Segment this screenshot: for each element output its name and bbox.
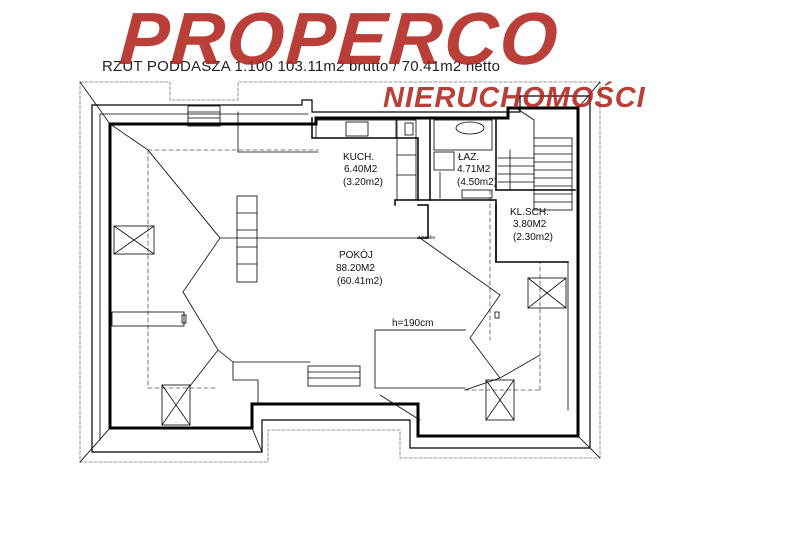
room-bathroom-name: ŁAZ. [458,152,480,163]
outer-wall [91,95,591,453]
room-stairwell-name: KL.SCH. [510,207,549,218]
kitchen-counter [315,119,417,201]
room-living-area: 88.20M2 [336,263,375,274]
stairs [497,107,573,211]
height-note: h=190cm [392,318,434,329]
plan-title: RZUT PODDASZA 1:100 103.11m2 brutto / 70… [102,58,501,75]
room-bathroom-net: (4.50m2) [457,177,498,188]
chimney-column [236,195,258,283]
room-bathroom-area: 4.71M2 [457,164,491,175]
room-stairwell-area: 3.80M2 [513,219,547,230]
bathroom-fixtures [433,119,493,199]
room-living-name: POKÓJ [339,250,373,261]
room-kitchen-net: (3.20m2) [343,177,384,188]
roof-windows [113,225,567,426]
wall-windows [187,105,361,387]
roof-ridge-dashed [147,149,541,391]
knee-wall [111,311,500,327]
room-living-net: (60.41m2) [337,276,383,287]
partitions [311,117,576,263]
watermark-logo: PROPERCO [117,0,563,80]
watermark-logo-sub: NIERUCHOMOŚCI [383,82,646,114]
partition-tag: ścianka [418,235,435,241]
room-stairwell-net: (2.30m2) [513,232,554,243]
room-kitchen-area: 6.40M2 [344,164,378,175]
room-kitchen-name: KUCH. [343,152,375,163]
